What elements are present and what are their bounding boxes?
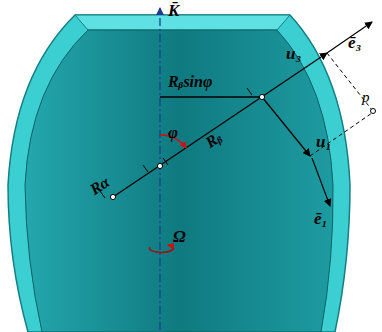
rotation-arrow [149, 245, 173, 252]
normal-u3 [113, 53, 327, 197]
rotation-label: Ω [173, 228, 186, 245]
vector-label: ē₃ [348, 34, 361, 51]
angle-label: φ [168, 124, 178, 141]
point-p [371, 109, 376, 114]
center-point [110, 194, 115, 199]
dimension-tick [247, 88, 252, 95]
shell-outer [8, 15, 350, 332]
e1-vector [312, 158, 330, 206]
projection-line [310, 113, 372, 156]
dimension-label: Rᵦsinφ [168, 74, 212, 90]
surface-point [259, 94, 264, 99]
center-point [157, 163, 162, 168]
vector-label: u₃ [286, 45, 301, 62]
vector-label: u₁ [316, 133, 331, 150]
point-label: p [362, 90, 370, 105]
dimension-tick [163, 158, 168, 165]
tangent-u1 [262, 97, 310, 156]
shell-inner [25, 30, 333, 332]
radius-line [160, 96, 262, 97]
vector-label: ē₁ [314, 210, 327, 227]
e3-vector [327, 22, 372, 53]
projection-line [327, 53, 372, 110]
shell-rim [75, 15, 290, 30]
axis-label: K̄ [168, 2, 179, 19]
dimension-tick [143, 165, 148, 172]
